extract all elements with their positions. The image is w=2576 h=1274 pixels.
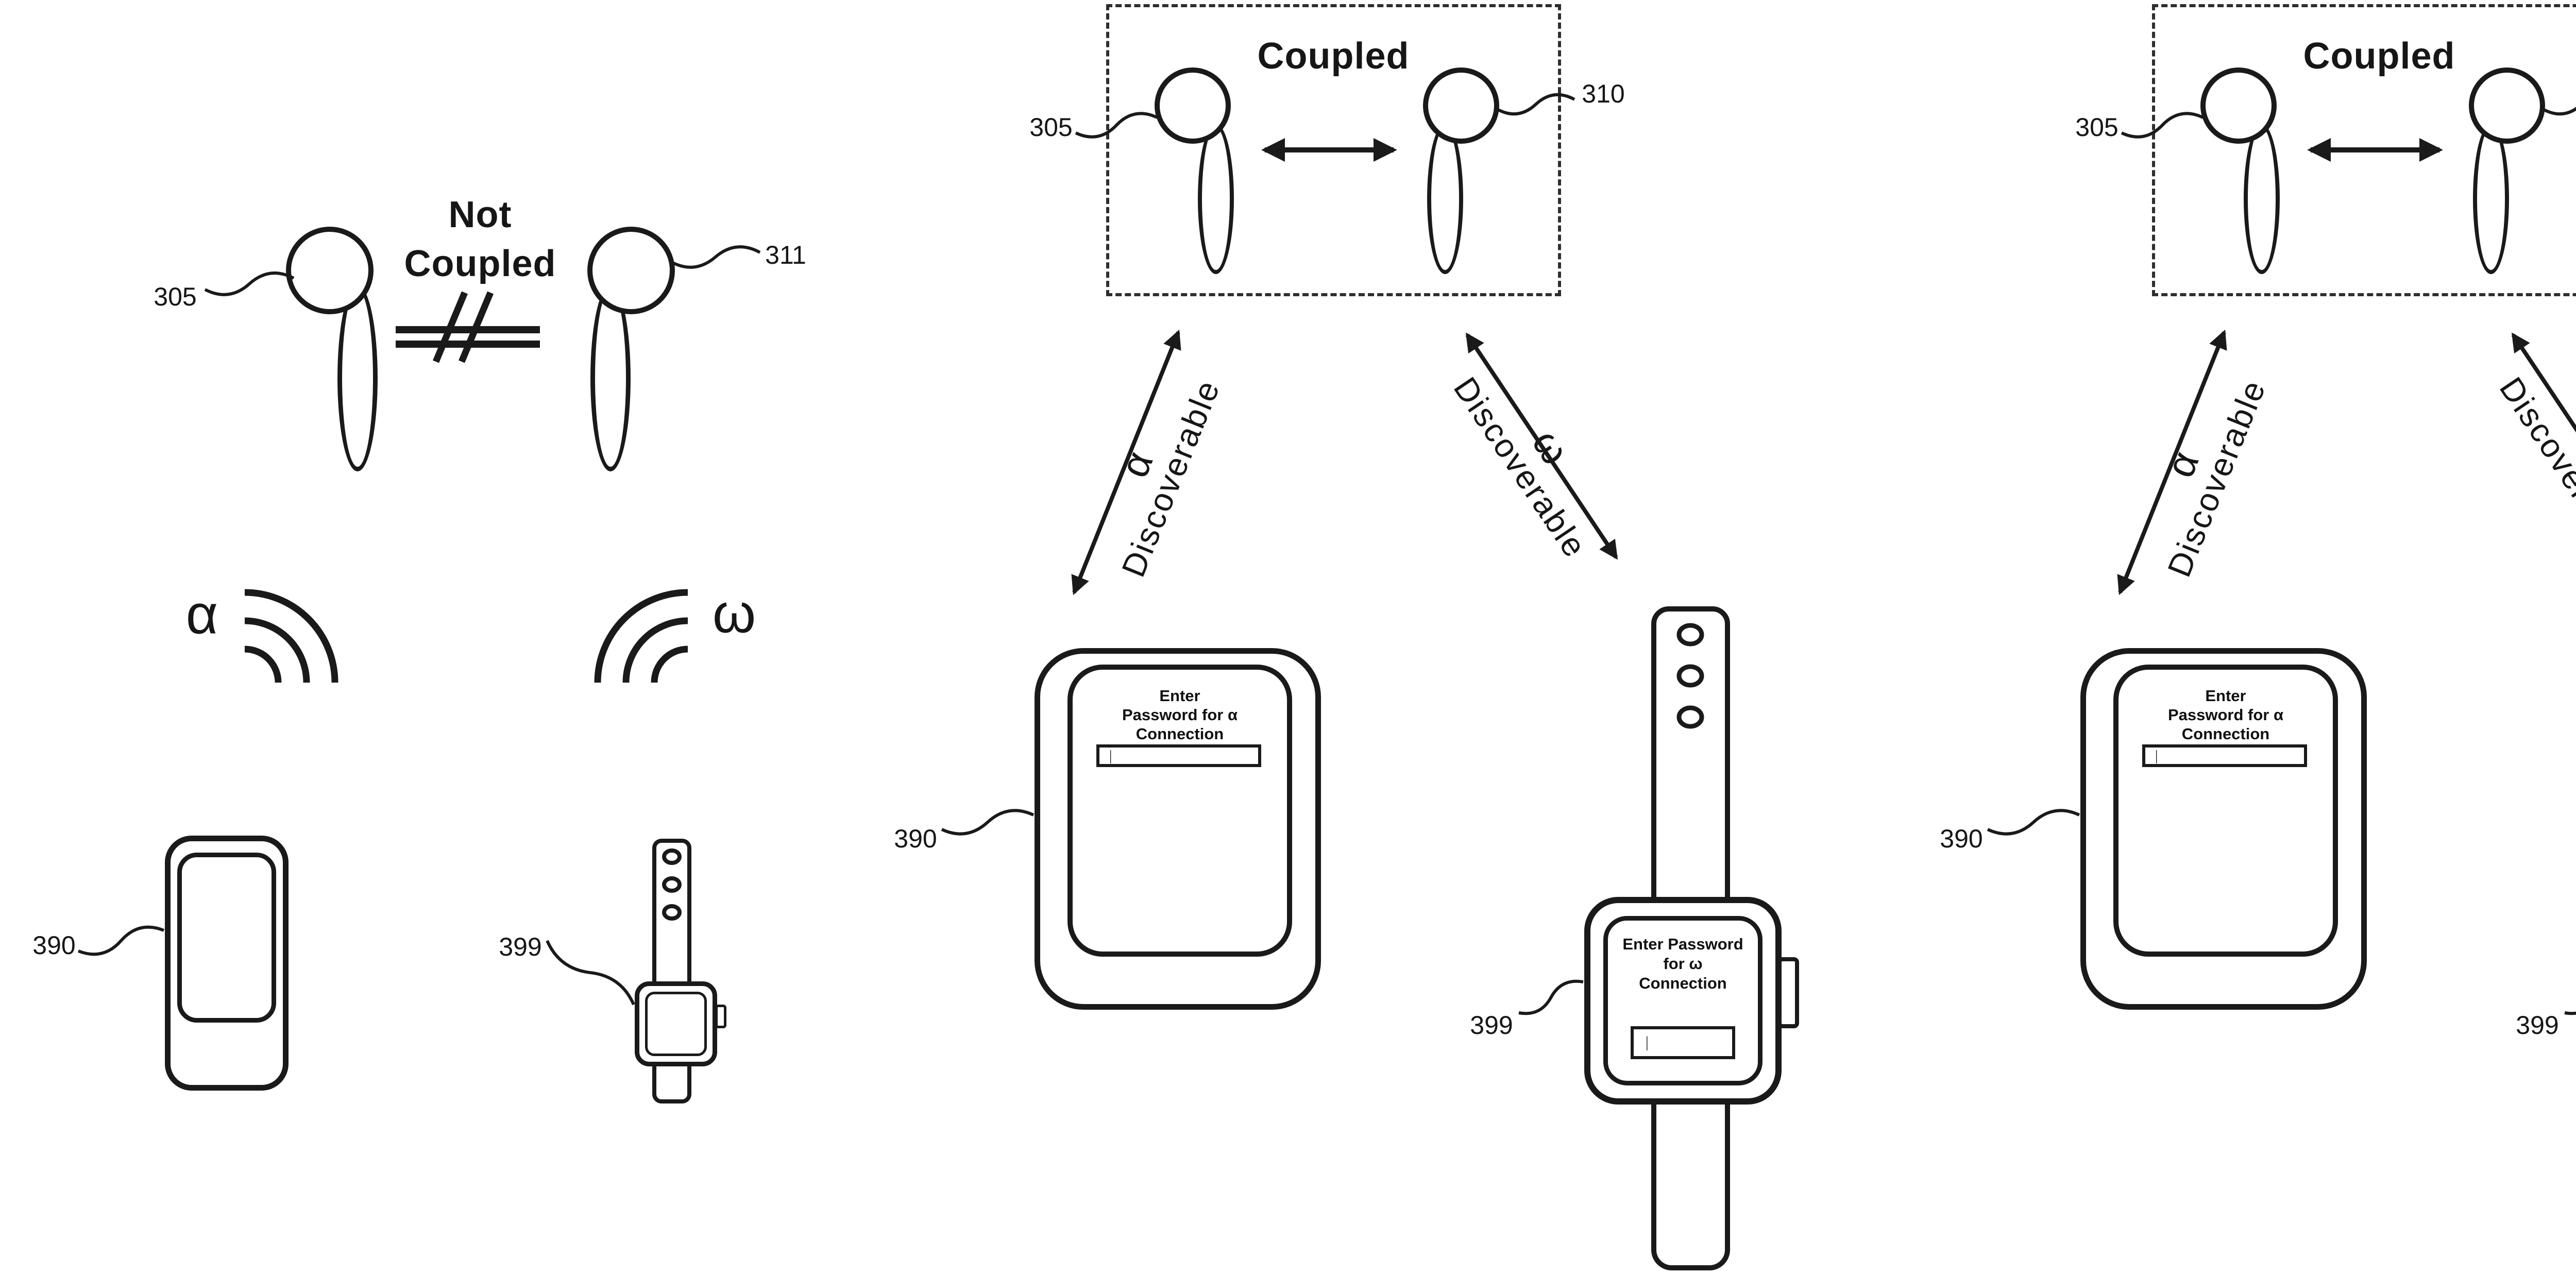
leader-line-311 [670,245,761,269]
phone-390-2-screen [1067,665,1292,957]
leader-line-399 [2564,1011,2576,1015]
text-cursor: | [1109,748,1112,763]
watch-399-2-band-top [1651,606,1730,926]
phone-390-3-prompt: Enter Password for α Connection [2129,686,2323,743]
ref-311: 311 [765,241,806,269]
watch-399-2-band-bottom [1651,1082,1730,1270]
earbud-305-head-3 [2200,67,2277,144]
omega-discoverable-label-3: ω Discoverable [2492,350,2576,565]
leader-line-305 [204,271,295,296]
earbud-310-stem-3 [2473,124,2509,274]
earbud-305-stem-3 [2244,124,2280,274]
prompt-line: Enter [1159,687,1200,705]
earbud-310-head-3 [2469,67,2545,144]
ref-399-2: 399 [1470,1011,1513,1040]
earbud-305-stem-2 [1198,124,1234,274]
wireless-signal-icon [244,589,338,683]
phone-390-2-prompt: Enter Password for α Connection [1083,686,1277,743]
prompt-line: Password for α [1122,706,1238,724]
alpha-discoverable-label-3: α Discoverable [2126,361,2274,582]
watch-399-band-top [652,839,691,994]
leader-line-390 [1987,809,2080,836]
password-input[interactable]: | [1096,744,1261,767]
not-coupled-break-icon [396,291,540,363]
ref-305-2: 305 [1029,113,1073,142]
not-coupled-line1: Not [448,194,512,235]
phone-390-3-screen [2113,665,2338,957]
watch-399-2-prompt: Enter Password for ω Connection [1608,935,1757,993]
leader-line-399 [1518,979,1584,1015]
omega-discoverable-label-2: ω Discoverable [1446,350,1624,565]
prompt-line: for ω [1663,955,1703,973]
earbud-305-head-2 [1155,67,1231,144]
ref-399-3: 399 [2516,1011,2559,1040]
prompt-line: Connection [2181,725,2270,743]
prompt-line: Enter Password [1622,935,1743,953]
ref-305-3: 305 [2075,113,2119,142]
leader-line-390 [77,925,165,956]
coupled-label-3: Coupled [2303,36,2455,77]
text-cursor: | [2155,748,2158,763]
earbud-311-head [587,227,675,314]
ref-390-3: 390 [1940,824,1983,853]
ref-390: 390 [32,931,76,960]
prompt-line: Enter [2205,687,2246,705]
phone-390-screen [177,853,276,1023]
alpha-discoverable-label-2: α Discoverable [1080,361,1228,582]
leader-line-390 [941,809,1035,836]
ref-390-2: 390 [894,824,937,853]
leader-line-399 [546,940,635,1006]
ref-305: 305 [154,282,197,311]
ref-399: 399 [499,932,542,961]
watch-399-screen [645,992,707,1056]
earbud-305-stem [337,285,378,471]
coupled-box-2 [1106,4,1561,296]
coupled-label-2: Coupled [1257,36,1410,77]
coupled-box-3 [2152,4,2576,296]
earbud-310-stem-2 [1427,124,1463,274]
alpha-symbol: α [185,583,218,646]
not-coupled-line2: Coupled [404,243,556,284]
ref-310-2: 310 [1582,79,1625,108]
earbud-311-stem [590,285,631,471]
text-cursor: | [1646,1034,1649,1051]
omega-symbol: ω [712,582,756,644]
prompt-line: Password for α [2167,706,2284,724]
password-input[interactable]: | [2142,744,2307,767]
not-coupled-label: Not Coupled [331,191,630,288]
earbud-305-head [286,227,374,314]
password-input[interactable]: | [1631,1026,1735,1059]
wireless-signal-icon [594,589,688,683]
prompt-line: Connection [1136,725,1224,743]
prompt-line: Connection [1639,974,1727,992]
earbud-310-head-2 [1423,67,1499,144]
